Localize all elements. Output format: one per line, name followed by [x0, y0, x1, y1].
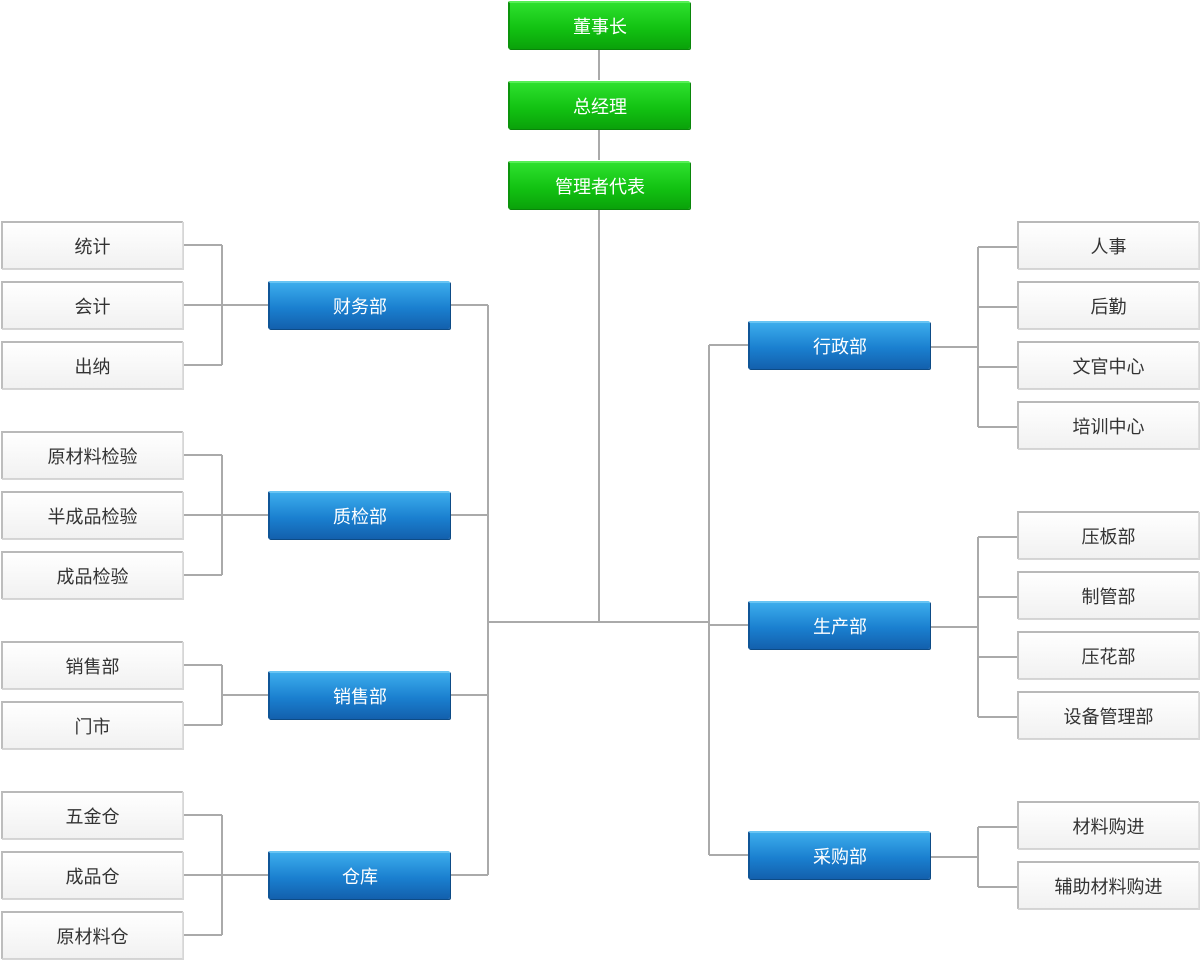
unit-equipment-management: 设备管理部 — [1017, 691, 1199, 739]
unit-storefront: 门市 — [1, 701, 183, 749]
unit-personnel: 人事 — [1017, 221, 1199, 269]
dept-production: 生产部 — [748, 601, 930, 649]
unit-document-center: 文官中心 — [1017, 341, 1199, 389]
unit-cashier: 出纳 — [1, 341, 183, 389]
unit-raw-material-inspection: 原材料检验 — [1, 431, 183, 479]
unit-raw-material-warehouse: 原材料仓 — [1, 911, 183, 959]
unit-embossing: 压花部 — [1017, 631, 1199, 679]
unit-hardware-warehouse: 五金仓 — [1, 791, 183, 839]
unit-semi-finished-inspection: 半成品检验 — [1, 491, 183, 539]
dept-quality-inspection: 质检部 — [268, 491, 450, 539]
unit-finished-goods-warehouse: 成品仓 — [1, 851, 183, 899]
dept-purchasing: 采购部 — [748, 831, 930, 879]
unit-sales: 销售部 — [1, 641, 183, 689]
dept-administration: 行政部 — [748, 321, 930, 369]
node-general-manager: 总经理 — [508, 81, 690, 129]
dept-sales: 销售部 — [268, 671, 450, 719]
unit-pipe-making: 制管部 — [1017, 571, 1199, 619]
unit-auxiliary-material-purchasing: 辅助材料购进 — [1017, 861, 1199, 909]
dept-finance: 财务部 — [268, 281, 450, 329]
unit-pressing-board: 压板部 — [1017, 511, 1199, 559]
unit-material-purchasing: 材料购进 — [1017, 801, 1199, 849]
unit-logistics: 后勤 — [1017, 281, 1199, 329]
dept-warehouse: 仓库 — [268, 851, 450, 899]
unit-finished-product-inspection: 成品检验 — [1, 551, 183, 599]
node-management-representative: 管理者代表 — [508, 161, 690, 209]
unit-statistics: 统计 — [1, 221, 183, 269]
unit-accounting: 会计 — [1, 281, 183, 329]
unit-training-center: 培训中心 — [1017, 401, 1199, 449]
node-chairman: 董事长 — [508, 1, 690, 49]
